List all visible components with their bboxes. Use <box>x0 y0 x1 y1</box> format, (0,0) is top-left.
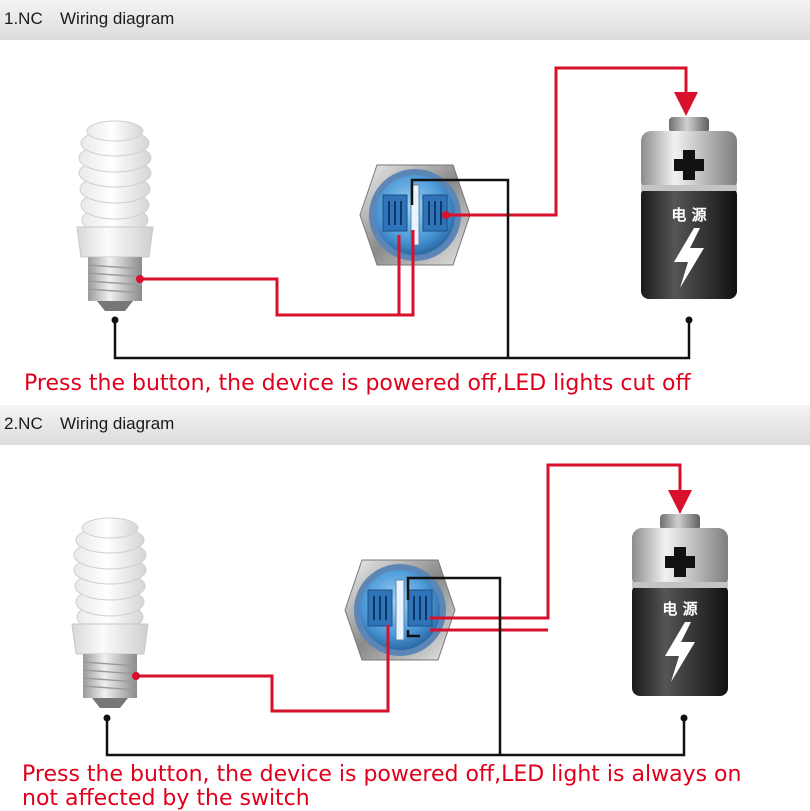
battery-label: 电 源 <box>662 600 697 618</box>
section-1-title: Wiring diagram <box>60 9 175 28</box>
section-1-number: 1.NC <box>4 9 43 28</box>
section-2-header: 2.NC Wiring diagram <box>0 405 810 445</box>
caption-line: Press the button, the device is powered … <box>22 762 742 787</box>
section-1-diagram: 电 源 <box>76 66 737 360</box>
plus-icon <box>665 547 695 577</box>
section-1-caption: Press the button, the device is powered … <box>24 372 691 396</box>
section-2-caption: Press the button, the device is powered … <box>22 763 741 811</box>
caption-line: not affected by the switch <box>22 786 310 811</box>
push-button-switch-icon <box>344 559 456 661</box>
plus-icon <box>674 150 704 180</box>
section-2-number: 2.NC <box>4 414 43 433</box>
lightning-icon <box>665 622 695 682</box>
caption-line: Press the button, the device is powered … <box>24 371 691 396</box>
section-2-diagram: 电 源 <box>71 463 728 757</box>
section-1-header: 1.NC Wiring diagram <box>0 0 810 40</box>
lightning-icon <box>674 228 704 288</box>
battery-label: 电 源 <box>671 206 706 224</box>
section-2-title: Wiring diagram <box>60 414 175 433</box>
